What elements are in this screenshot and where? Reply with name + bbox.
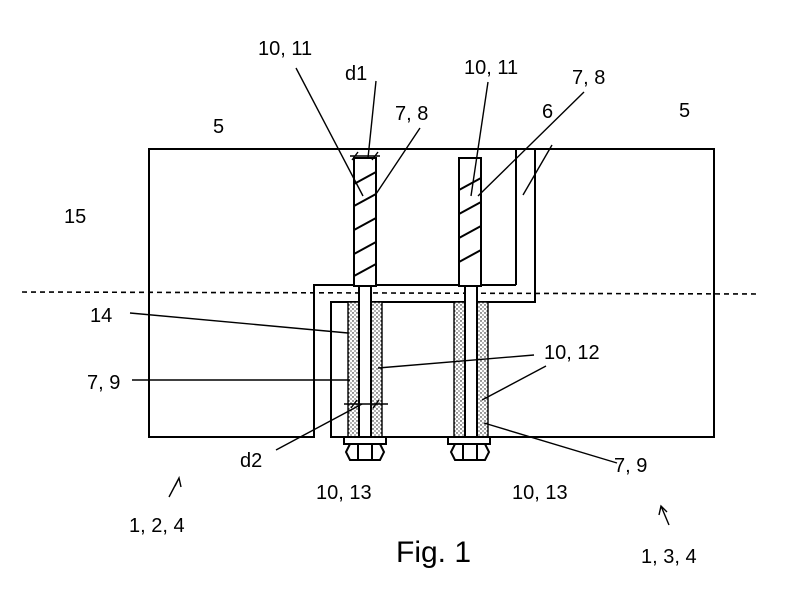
screw-right-body <box>458 157 482 287</box>
arrow-right <box>658 504 670 526</box>
fastener-left <box>343 151 388 461</box>
leader-lines <box>129 67 618 464</box>
label-nut-right: 10, 13 <box>512 482 568 504</box>
label-thread-right: 7, 8 <box>572 67 605 89</box>
sleeve-left-outer-a <box>347 301 360 438</box>
washer-right <box>447 436 491 445</box>
washer-left <box>343 436 387 445</box>
fastener-right <box>447 157 491 461</box>
d2-dimension <box>344 399 388 409</box>
label-thread-left: 7, 8 <box>395 103 428 125</box>
label-assembly-right: 1, 3, 4 <box>641 546 697 568</box>
nut-right <box>449 443 491 461</box>
arrows <box>168 475 670 526</box>
nut-left <box>344 443 386 461</box>
figure-caption: Fig. 1 <box>396 536 471 569</box>
label-screw-top-left: 10, 11 <box>258 38 312 60</box>
rod-right <box>464 285 478 438</box>
label-nut-left: 10, 13 <box>316 482 372 504</box>
label-rod: 10, 12 <box>544 342 600 364</box>
rod-left <box>358 285 372 438</box>
label-plane: 15 <box>64 206 86 228</box>
arrow-left <box>168 475 182 498</box>
label-anchor-right: 7, 9 <box>614 455 647 477</box>
label-screw-top-right: 10, 11 <box>464 57 518 79</box>
label-d1: d1 <box>345 63 367 85</box>
plane-line <box>21 291 759 295</box>
label-block-right: 5 <box>679 100 690 122</box>
sleeve-right-outer-a <box>453 301 466 438</box>
label-anchor-left: 7, 9 <box>87 372 120 394</box>
label-sleeve: 14 <box>90 305 112 327</box>
d1-dimension <box>350 151 380 161</box>
label-d2: d2 <box>240 450 262 472</box>
joint-line <box>515 149 536 302</box>
label-block-left: 5 <box>213 116 224 138</box>
sleeve-left-outer-b <box>370 301 383 438</box>
thread-left <box>353 171 377 277</box>
label-assembly-left: 1, 2, 4 <box>129 515 185 537</box>
sleeve-right-outer-b <box>476 301 489 438</box>
thread-right <box>458 177 482 263</box>
left-block-outline <box>148 148 516 438</box>
label-joint: 6 <box>542 101 553 123</box>
